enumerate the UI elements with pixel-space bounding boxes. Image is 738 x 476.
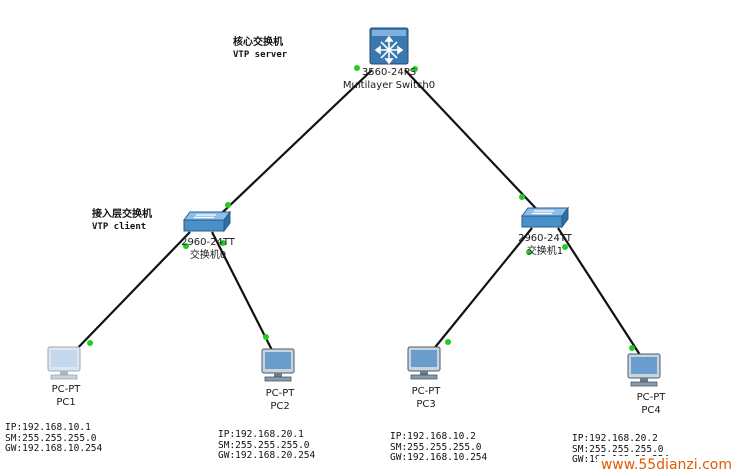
switch0-model: 2960-24TT (181, 237, 235, 248)
pc4-subnet-mask: SM:255.255.255.0 (572, 443, 664, 455)
pc4-name: PC4 (641, 405, 661, 416)
pc3-gateway: GW:192.168.10.254 (390, 452, 488, 463)
port-dot (225, 202, 231, 208)
pc2-gateway: GW:192.168.20.254 (218, 450, 316, 461)
switch-icon[interactable] (183, 210, 231, 233)
core-note-subtitle: VTP server (233, 50, 288, 60)
port-dot (87, 340, 93, 346)
port-dot (220, 240, 226, 246)
port-dot (445, 339, 451, 345)
port-dot (183, 243, 189, 249)
switch1-name: 交换机1 (526, 246, 564, 257)
pc3-ip-config: IP:192.168.10.2 SM:255.255.255.0 GW:192.… (390, 431, 488, 464)
pc3-ip: IP:192.168.10.2 (390, 431, 476, 442)
pc4-ip: IP:192.168.20.2 (572, 433, 658, 444)
core-switch-model: 3560-24PS (361, 67, 417, 78)
pc2-name: PC2 (270, 401, 290, 412)
pc-icon[interactable] (627, 353, 661, 387)
pc2-ip: IP:192.168.20.1 (218, 429, 304, 440)
port-dot (412, 66, 418, 72)
pc1-ip: IP:192.168.10.1 (5, 422, 91, 433)
link-sw1-pc3 (427, 227, 533, 357)
pc2-ip-config: IP:192.168.20.1 SM:255.255.255.0 GW:192.… (218, 429, 316, 462)
link-sw0-pc1 (69, 231, 191, 357)
pc3-type: PC-PT (411, 386, 441, 397)
pc-icon[interactable] (261, 348, 295, 382)
pc1-name: PC1 (56, 397, 76, 408)
watermark: www.55dianzi.com (596, 456, 736, 474)
access-note-title: 接入层交换机 (92, 209, 152, 220)
port-dot (562, 244, 568, 250)
core-note: 核心交换机 VTP server (233, 37, 287, 61)
pc2-type: PC-PT (265, 388, 295, 399)
link-sw1-pc4 (557, 227, 643, 359)
pc1-gateway: GW:192.168.10.254 (5, 443, 103, 454)
switch1-model: 2960-24TT (518, 233, 572, 244)
pc3-subnet-mask: SM:255.255.255.0 (390, 441, 482, 453)
pc4-type: PC-PT (636, 392, 666, 403)
access-note-subtitle: VTP client (92, 222, 147, 232)
port-dot (519, 194, 525, 200)
port-dot (526, 249, 532, 255)
core-switch-name: Multilayer Switch0 (342, 80, 436, 91)
port-dot (263, 334, 269, 340)
pc-icon[interactable] (407, 346, 441, 380)
link-core-sw0 (203, 69, 373, 231)
core-note-title: 核心交换机 (233, 37, 283, 48)
pc1-subnet-mask: SM:255.255.255.0 (5, 432, 97, 444)
pc2-subnet-mask: SM:255.255.255.0 (218, 439, 310, 451)
pc-icon[interactable] (47, 346, 81, 380)
pc3-name: PC3 (416, 399, 436, 410)
pc1-type: PC-PT (51, 384, 81, 395)
switch0-name: 交换机0 (189, 250, 227, 261)
port-dot (354, 65, 360, 71)
pc1-ip-config: IP:192.168.10.1 SM:255.255.255.0 GW:192.… (5, 422, 103, 455)
access-note: 接入层交换机 VTP client (92, 209, 152, 233)
multilayer-switch-icon[interactable] (369, 27, 409, 65)
port-dot (629, 345, 635, 351)
link-core-sw1 (404, 69, 546, 219)
switch-icon[interactable] (521, 206, 569, 229)
